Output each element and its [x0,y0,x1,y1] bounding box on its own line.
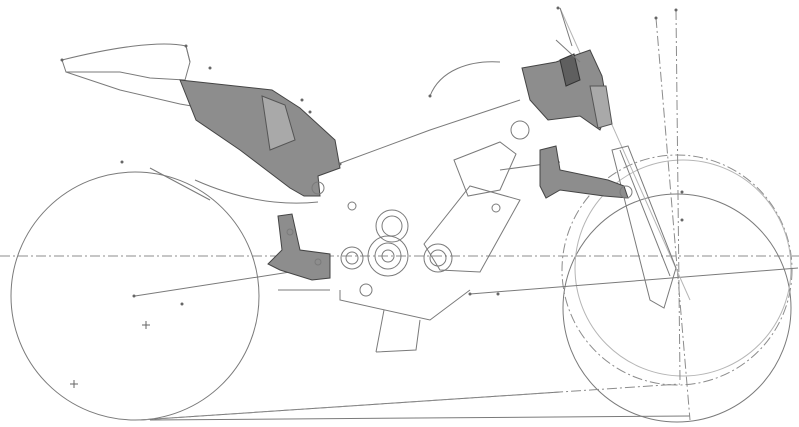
footpeg-bracket-icon [267,213,331,291]
reference-points [60,6,684,306]
front-wheel-icon [469,154,799,423]
steering-head-icon [521,7,613,131]
seat-subframe-icon [179,79,341,197]
rear-wheel-icon [10,171,291,421]
front-fork [611,145,677,309]
engine-sprocket-icon [340,120,530,297]
shock-linkage [539,145,633,199]
